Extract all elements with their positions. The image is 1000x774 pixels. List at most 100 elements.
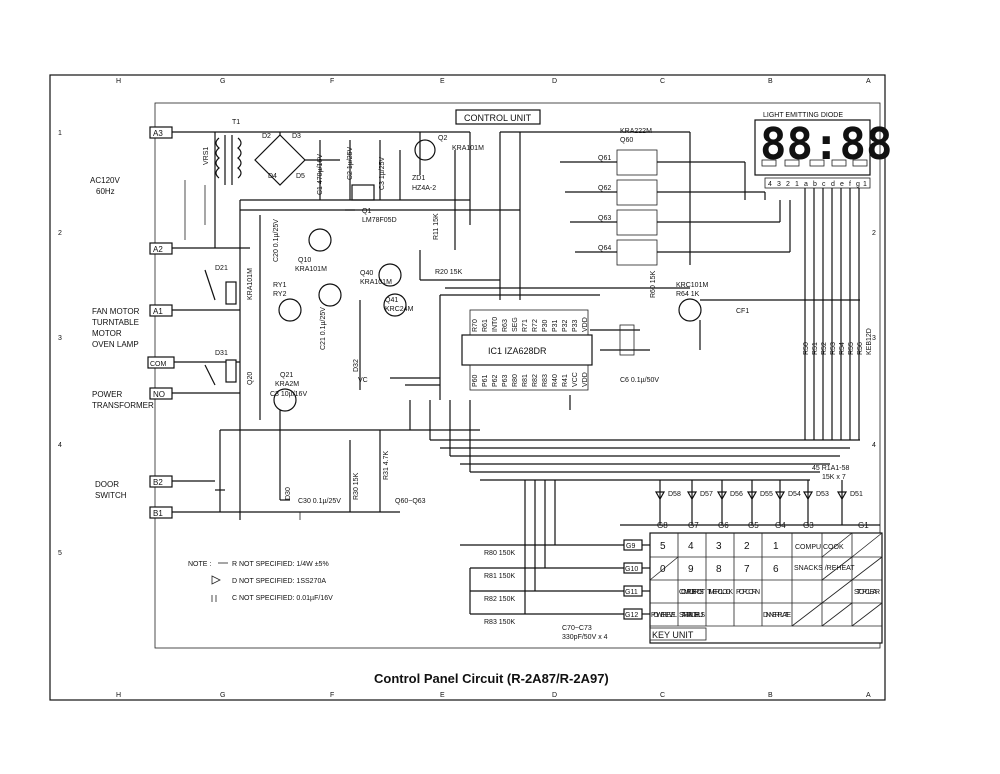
row-resistor-label: R83 150K <box>484 619 515 626</box>
key-compu-cook: COMPU COOK <box>795 544 844 551</box>
svg-text:Q10: Q10 <box>298 257 311 264</box>
g-line-label: G6 <box>718 521 729 530</box>
svg-text:D54: D54 <box>788 491 801 498</box>
svg-text:R82: R82 <box>532 374 539 387</box>
terminal-label: A1 <box>153 307 163 316</box>
grid-letter: D <box>552 692 557 699</box>
svg-text:Q63: Q63 <box>598 215 611 222</box>
svg-text:D51: D51 <box>850 491 863 498</box>
svg-text:Q21: Q21 <box>280 372 293 379</box>
svg-text:C2 1µ/25V: C2 1µ/25V <box>347 146 354 180</box>
key-snacks-reheat: SNACKS /REHEAT <box>794 565 855 572</box>
g-line-label: G7 <box>688 521 699 530</box>
svg-text:P30: P30 <box>542 319 549 332</box>
terminal-label: A3 <box>153 129 163 138</box>
control-unit-label: CONTROL UNIT <box>464 113 532 123</box>
svg-text:C1 470µ/16V: C1 470µ/16V <box>317 154 324 195</box>
display-pin: 4 <box>768 181 772 188</box>
terminal-label: A2 <box>153 245 163 254</box>
svg-text:G12: G12 <box>625 612 638 619</box>
svg-text:VCC: VCC <box>572 372 579 387</box>
terminal-label: B1 <box>153 509 163 518</box>
svg-text:R80: R80 <box>512 374 519 387</box>
key-1: 1 <box>773 541 779 552</box>
svg-text:KRA2M: KRA2M <box>275 381 299 388</box>
ic1-top-pins: R70 R61 INT0 R63 SEG R71 R72 P30 P31 P32… <box>469 309 589 336</box>
svg-text:LM78F05D: LM78F05D <box>362 217 397 224</box>
display-pin: 1 <box>795 181 799 188</box>
key-stop-clear: STOP CLEAR <box>854 589 880 596</box>
grid-letter: B <box>768 78 773 85</box>
key-unit-label: KEY UNIT <box>652 630 694 640</box>
svg-text:R51: R51 <box>812 342 819 355</box>
terminals: A3 A2 A1 COM NO B2 B1 <box>147 126 175 519</box>
svg-text:C3 1µ/25V: C3 1µ/25V <box>379 156 386 190</box>
svg-text:G9: G9 <box>626 543 635 550</box>
svg-text:KRA101M: KRA101M <box>360 279 392 286</box>
note-item: R NOT SPECIFIED: 1/4W ±5% <box>232 561 329 568</box>
grid-letter: C <box>660 692 665 699</box>
grid-letter: H <box>116 692 121 699</box>
svg-text:Q60: Q60 <box>620 137 633 144</box>
key-power-level: POWER LEVEL <box>651 612 677 619</box>
svg-text:Q62: Q62 <box>598 185 611 192</box>
svg-text:G10: G10 <box>625 566 638 573</box>
svg-text:D4: D4 <box>268 173 277 180</box>
fan-motor-label: TURNTABLE <box>92 318 139 327</box>
svg-text:R20 15K: R20 15K <box>435 269 463 276</box>
note-item: D NOT SPECIFIED: 1SS270A <box>232 578 326 585</box>
component-labels: T1 VRS1 D2 D3 D4 D5 C1 470µ/16V C2 1µ/25… <box>203 119 749 505</box>
svg-text:P60: P60 <box>472 374 479 387</box>
svg-text:C21 0.1µ/25V: C21 0.1µ/25V <box>320 307 327 350</box>
svg-text:D3: D3 <box>292 133 301 140</box>
svg-text:C6 0.1µ/50V: C6 0.1µ/50V <box>620 377 659 384</box>
ac-input-label: AC120V <box>90 176 120 185</box>
outer-frame <box>49 74 886 701</box>
svg-text:P33: P33 <box>572 319 579 332</box>
svg-text:P61: P61 <box>482 374 489 387</box>
ic1: IC1 IZA628DR R70 R61 INT0 R63 SEG R71 R7… <box>461 309 593 391</box>
notes: NOTE : R NOT SPECIFIED: 1/4W ±5% D NOT S… <box>188 561 333 602</box>
svg-text:D31: D31 <box>215 350 228 357</box>
key-6: 6 <box>773 564 779 575</box>
svg-text:Q20: Q20 <box>247 372 254 385</box>
key-5: 5 <box>660 541 666 552</box>
grid-letter: H <box>116 78 121 85</box>
ac-input-label: 60Hz <box>96 187 115 196</box>
key-timer-clock: TIMER CLOCK <box>707 589 733 596</box>
svg-text:R63: R63 <box>502 319 509 332</box>
cap-note: C70~C73 <box>562 625 592 632</box>
svg-text:R50: R50 <box>803 342 810 355</box>
grid-number: 4 <box>58 442 62 449</box>
cap-note: 330pF/50V x 4 <box>562 634 608 641</box>
key-0: 0 <box>660 564 666 575</box>
svg-text:R55: R55 <box>848 342 855 355</box>
g-line-label: G3 <box>803 521 814 530</box>
grid-number: 1 <box>872 130 876 137</box>
svg-text:R54: R54 <box>839 342 846 355</box>
svg-text:R11 15K: R11 15K <box>433 213 440 240</box>
svg-text:D30: D30 <box>285 487 292 500</box>
svg-text:R81: R81 <box>522 374 529 387</box>
key-3: 3 <box>716 541 722 552</box>
display-pin: e <box>840 181 844 188</box>
row-resistor-label: R81 150K <box>484 573 515 580</box>
svg-text:KRA222M: KRA222M <box>620 128 652 135</box>
g-line-label: G1 <box>858 521 869 530</box>
net-note: 45 R1A1-58 <box>812 465 849 472</box>
diagram-title: Control Panel Circuit (R-2A87/R-2A97) <box>374 671 609 686</box>
svg-text:R70: R70 <box>472 319 479 332</box>
svg-text:KRC24M: KRC24M <box>385 306 414 313</box>
terminal-label: NO <box>153 390 165 399</box>
power-supply-wiring <box>172 131 690 520</box>
grid-number: 1 <box>58 130 62 137</box>
svg-text:R61: R61 <box>482 319 489 332</box>
net-note: 15K x 7 <box>822 474 846 481</box>
key-compu-defrost: COMPU DEFROST <box>679 589 706 596</box>
fan-motor-label: MOTOR <box>92 329 122 338</box>
svg-text:R41: R41 <box>562 374 569 387</box>
terminal-label: B2 <box>153 478 163 487</box>
key-9: 9 <box>688 564 694 575</box>
power-transformer-label: POWER <box>92 390 122 399</box>
